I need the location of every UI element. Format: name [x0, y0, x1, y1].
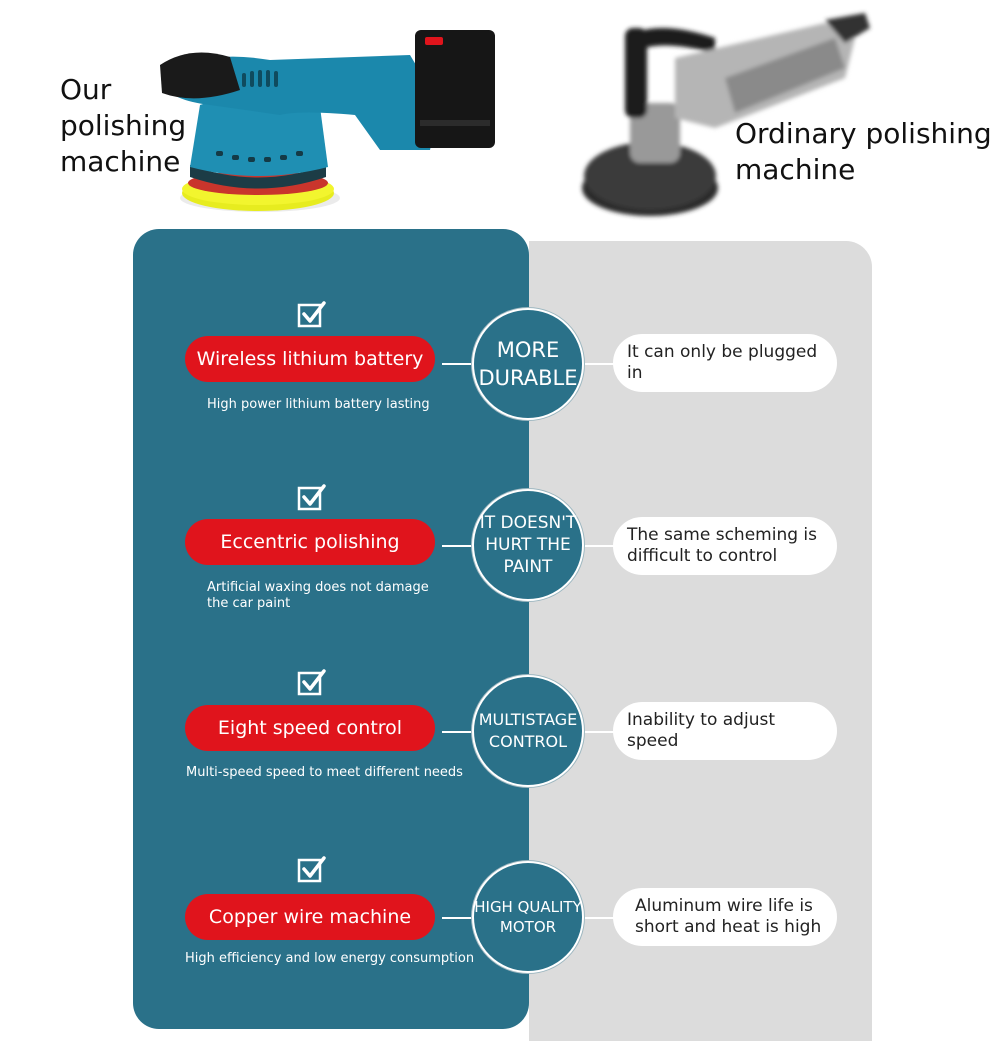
our-caption-line-3: machine	[60, 145, 181, 178]
feature-description-copper: High efficiency and low energy consumpti…	[185, 951, 474, 967]
ordinary-pill-copper: Aluminum wire life is short and heat is …	[613, 888, 837, 946]
connector-line	[442, 545, 472, 547]
corded-polisher-image	[582, 13, 870, 216]
badge-line: MORE	[496, 338, 560, 362]
connector-line	[442, 917, 472, 919]
badge-line: MULTISTAGE	[478, 710, 578, 729]
ordinary-line: The same scheming is	[627, 525, 817, 545]
ordinary-pill-battery: It can only be plugged in	[613, 334, 837, 392]
badge-line: MOTOR	[499, 918, 557, 936]
feature-description-battery: High power lithium battery lasting	[207, 397, 430, 413]
feature-description-eccentric: Artificial waxing does not damage the ca…	[207, 580, 429, 612]
checkmark-icon	[297, 301, 326, 328]
feature-pill-eccentric: Eccentric polishing	[185, 519, 435, 565]
connector-line	[442, 731, 472, 733]
badge-multistage-control: MULTISTAGE CONTROL	[472, 675, 584, 787]
ordinary-pill-eccentric: The same scheming is difficult to contro…	[613, 517, 837, 575]
ordinary-line: Inability to adjust speed	[627, 710, 775, 751]
ordinary-line: short and heat is high	[635, 917, 822, 937]
ordinary-caption-line-1: Ordinary polishing	[735, 117, 992, 150]
badge-line: IT DOESN'T	[479, 513, 577, 533]
connector-line	[584, 917, 614, 919]
badge-high-quality-motor: HIGH QUALITY MOTOR	[472, 861, 584, 973]
connector-line	[442, 363, 472, 365]
our-machine-caption: Our polishing machine	[60, 72, 186, 180]
ordinary-line: It can only be plugged in	[627, 342, 818, 383]
badge-line: HIGH QUALITY	[474, 898, 582, 916]
description-line: the car paint	[207, 596, 291, 611]
feature-description-speed: Multi-speed speed to meet different need…	[186, 765, 463, 781]
badge-line: PAINT	[503, 557, 553, 577]
badge-line: HURT THE	[485, 535, 571, 555]
ordinary-caption-line-2: machine	[735, 153, 856, 186]
cordless-polisher-image	[160, 30, 495, 212]
description-line: Multi-speed speed to meet different need…	[186, 765, 463, 780]
description-line: High efficiency and low energy consumpti…	[185, 951, 475, 966]
checkmark-icon	[297, 669, 326, 696]
our-caption-line-1: Our	[60, 73, 112, 106]
badge-line: CONTROL	[488, 732, 568, 751]
ordinary-line: Aluminum wire life is	[635, 896, 813, 916]
feature-pill-copper: Copper wire machine	[185, 894, 435, 940]
connector-line	[584, 363, 614, 365]
checkmark-icon	[297, 484, 326, 511]
connector-line	[584, 731, 614, 733]
connector-line	[584, 545, 614, 547]
badge-line: DURABLE	[478, 366, 578, 390]
feature-pill-speed: Eight speed control	[185, 705, 435, 751]
badge-doesnt-hurt-paint: IT DOESN'T HURT THE PAINT	[472, 489, 584, 601]
badge-more-durable: MORE DURABLE	[472, 308, 584, 420]
ordinary-pill-speed: Inability to adjust speed	[613, 702, 837, 760]
our-caption-line-2: polishing	[60, 109, 187, 142]
feature-pill-battery: Wireless lithium battery	[185, 336, 435, 382]
ordinary-line: difficult to control	[627, 546, 778, 566]
description-line: Artificial waxing does not damage	[207, 580, 429, 595]
checkmark-icon	[297, 856, 326, 883]
ordinary-machine-caption: Ordinary polishing machine	[735, 116, 992, 188]
description-line: High power lithium battery lasting	[207, 397, 430, 412]
